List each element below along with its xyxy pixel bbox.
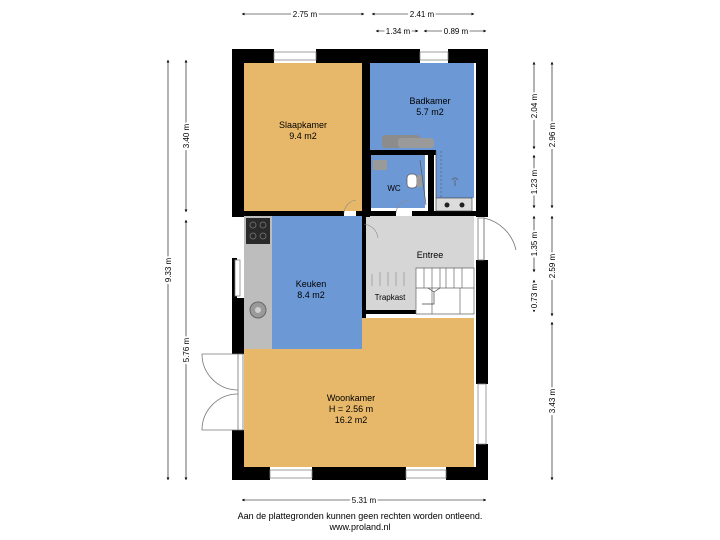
- room-keuken-area: 8.4 m2: [297, 290, 325, 300]
- bathroom-fixtures: [382, 135, 459, 198]
- footer-website[interactable]: www.proland.nl: [329, 522, 391, 532]
- dim-top-sub-left: 1.34 m: [386, 27, 411, 36]
- dim-top-left: 2.75 m: [293, 10, 318, 19]
- dim-left-upper: 3.40 m: [182, 123, 191, 148]
- dim-top-right: 2.41 m: [410, 10, 435, 19]
- wc-door-leaf: [419, 159, 427, 206]
- dim-left-outer: 9.33 m: [164, 257, 173, 282]
- dim-right-b: 1.23 m: [530, 169, 539, 194]
- meter-cupboard: [435, 197, 473, 212]
- room-trapkast-name: Trapkast: [375, 293, 407, 302]
- staircase: [415, 267, 475, 315]
- interior-door-swings: [343, 199, 411, 239]
- room-entree-name: Entree: [417, 250, 444, 260]
- terrace-door: [201, 353, 244, 431]
- room-badkamer-area: 5.7 m2: [416, 107, 444, 117]
- room-woonkamer-fill: [244, 318, 474, 467]
- walls: [232, 49, 488, 480]
- room-woonkamer-height: H = 2.56 m: [329, 404, 373, 414]
- room-keuken-fill: [272, 216, 362, 349]
- dim-top-sub-right: 0.89 m: [444, 27, 469, 36]
- dim-right-e: 2.96 m: [548, 122, 557, 147]
- dim-right-a: 2.04 m: [530, 93, 539, 118]
- dimension-lines: [166, 12, 554, 502]
- room-keuken-name: Keuken: [296, 279, 327, 289]
- kitchen-fixtures: [246, 218, 270, 319]
- room-badkamer-name: Badkamer: [409, 96, 450, 106]
- room-slaapkamer-fill: [244, 63, 362, 211]
- dim-right-c: 1.35 m: [530, 231, 539, 256]
- dim-left-lower: 5.76 m: [182, 337, 191, 362]
- room-slaapkamer-name: Slaapkamer: [279, 120, 327, 130]
- room-woonkamer-area: 16.2 m2: [335, 415, 368, 425]
- toilet: [373, 160, 422, 189]
- dim-bottom: 5.31 m: [352, 496, 377, 505]
- dim-right-g: 3.43 m: [548, 388, 557, 413]
- front-door: [477, 217, 517, 261]
- room-woonkamer-name: Woonkamer: [327, 393, 375, 403]
- shower-fill: [436, 151, 474, 198]
- dim-right-d: 0.73 m: [530, 283, 539, 308]
- room-slaapkamer-area: 9.4 m2: [289, 131, 317, 141]
- dim-right-f: 2.59 m: [548, 253, 557, 278]
- trapkast-steps: [371, 272, 405, 286]
- windows: [234, 51, 487, 479]
- footer-disclaimer: Aan de plattegronden kunnen geen rechten…: [237, 511, 483, 521]
- room-wc-name: WC: [387, 184, 401, 193]
